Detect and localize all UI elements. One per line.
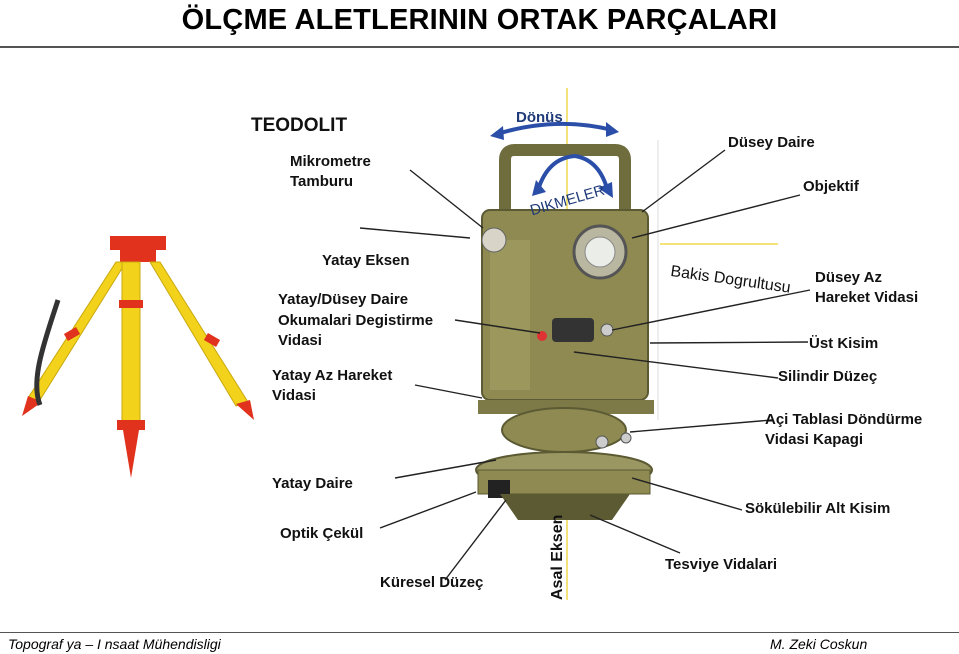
label-donus: Dönüs (516, 109, 563, 126)
label-yatay-az-1: Yatay Az Hareket (272, 367, 393, 384)
label-dusey-az-1: Düsey Az (815, 269, 882, 286)
footer-right: M. Zeki Coskun (770, 636, 868, 652)
label-dusey-az-2: Hareket Vidasi (815, 289, 919, 306)
label-dusey-daire: Düsey Daire (728, 134, 815, 151)
horizontal-rotation-arrow (496, 121, 613, 136)
footer-divider (0, 632, 959, 633)
page-title: ÖLÇME ALETLERININ ORTAK PARÇALARI (181, 4, 778, 36)
label-yatay-az-2: Vidasi (272, 387, 316, 404)
label-mikrometre: Mikrometre (290, 153, 371, 170)
label-okuma-2: Okumalari Degistirme (278, 312, 434, 329)
label-sokulebilir: Sökülebilir Alt Kisim (745, 500, 891, 517)
label-objektif: Objektif (803, 178, 859, 195)
tripod-illustration (22, 236, 254, 478)
label-aci-2: Vidasi Kapagi (765, 431, 864, 448)
title-divider (0, 46, 959, 48)
label-okuma-1: Yatay/Düsey Daire (278, 291, 409, 308)
label-silindir: Silindir Düzeç (778, 368, 878, 385)
label-asal: Asal Eksen (549, 514, 566, 600)
theodolite-illustration (475, 144, 654, 520)
label-ust-kisim: Üst Kisim (809, 335, 879, 352)
label-okuma-3: Vidasi (278, 332, 322, 349)
label-aci-1: Açi Tablasi Döndürme (765, 411, 923, 428)
label-tamburu: Tamburu (290, 173, 354, 190)
pointer-lines (359, 149, 811, 581)
label-yatay-daire: Yatay Daire (272, 475, 353, 492)
label-kuresel: Küresel Düzeç (380, 574, 484, 591)
label-teodolit: TEODOLIT (251, 115, 348, 136)
label-tesviye: Tesviye Vidalari (665, 556, 778, 573)
vertical-rotation-arrow (536, 153, 610, 193)
label-optik: Optik Çekül (280, 525, 364, 542)
label-yatay-eksen: Yatay Eksen (322, 252, 410, 269)
footer-left: Topograf ya – I nsaat Mühendisligi (8, 636, 221, 652)
